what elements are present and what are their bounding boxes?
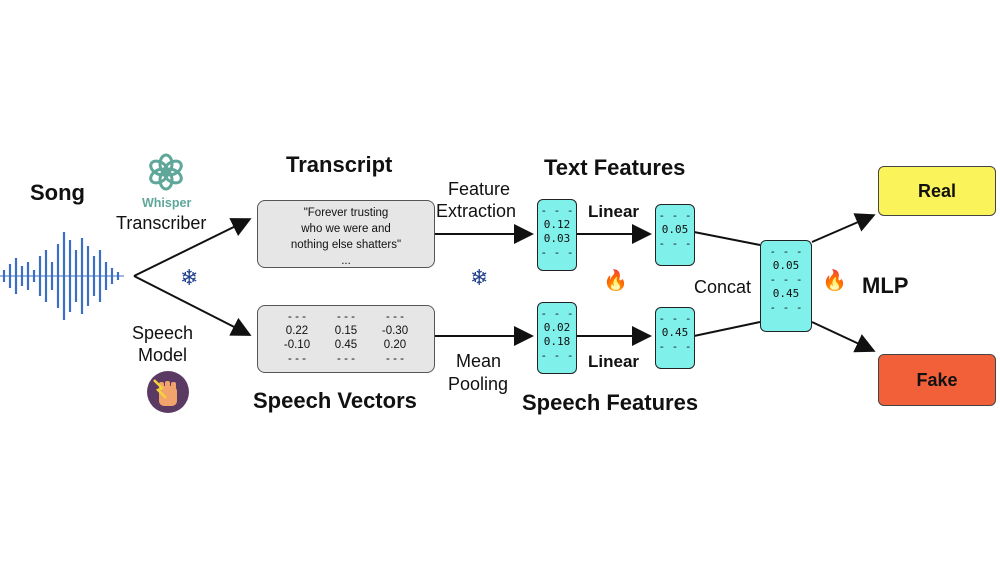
transcript-line: "Forever trusting: [303, 207, 389, 219]
linear-label-bottom: Linear: [588, 352, 640, 371]
transcript-line: ...: [341, 255, 351, 267]
mlp-label: MLP: [862, 273, 909, 298]
concat-label: Concat: [694, 277, 752, 297]
speech-model-label-line2: Model: [138, 345, 188, 365]
text-features-title: Text Features: [544, 155, 686, 180]
mean-pooling-label-line2: Pooling: [448, 374, 509, 394]
transcript-box: "Forever trusting who we were and nothin…: [257, 200, 435, 268]
snowflake-icon: ❄: [180, 265, 199, 290]
real-output-box: Real: [878, 166, 996, 216]
speech-model-label-line1: Speech: [132, 323, 194, 343]
fist-lightning-icon: [146, 370, 190, 414]
transcript-line: who we were and: [301, 223, 391, 235]
whisper-label: Whisper: [142, 196, 192, 210]
whisper-logo-icon: [146, 152, 186, 192]
fire-icon: 🔥: [822, 270, 847, 292]
transcript-title: Transcript: [286, 152, 393, 177]
snowflake-icon: ❄: [470, 265, 489, 290]
speech-vectors-title: Speech Vectors: [253, 388, 417, 413]
song-title: Song: [30, 180, 85, 205]
transcript-line: nothing else shatters": [290, 239, 402, 251]
concat-vector: - - -0.05- - -0.45- - -: [760, 240, 812, 332]
text-linear-vector: - - -0.05- - -: [655, 204, 695, 266]
feature-extraction-label-line1: Feature: [448, 179, 511, 199]
feature-extraction-label-line2: Extraction: [436, 201, 517, 221]
mean-pooling-label-line1: Mean: [456, 351, 502, 371]
speech-features-title: Speech Features: [522, 390, 699, 415]
linear-label-top: Linear: [588, 202, 640, 221]
fire-icon: 🔥: [603, 270, 628, 292]
fake-output-box: Fake: [878, 354, 996, 406]
waveform-icon: [0, 232, 124, 320]
transcriber-label: Transcriber: [116, 213, 207, 233]
speech-linear-vector: - - -0.45- - -: [655, 307, 695, 369]
